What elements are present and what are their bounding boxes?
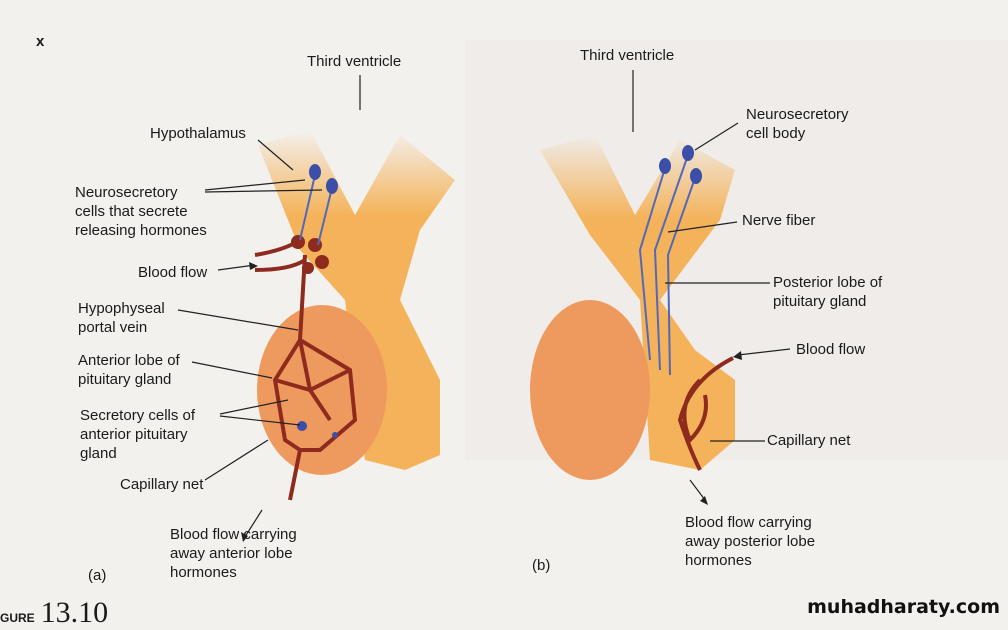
watermark: muhadharaty.com [807, 596, 1000, 618]
label-secretory-cells: Secretory cells of anterior pituitary gl… [80, 406, 195, 463]
capillary-net [677, 356, 734, 471]
panel-a-drawing [254, 130, 455, 501]
label-blood-out-a: Blood flow carrying away anterior lobe h… [170, 525, 297, 582]
line: away posterior lobe [685, 533, 816, 550]
line: anterior pituitary [80, 426, 188, 443]
label-capillary-net-a: Capillary net [120, 476, 204, 493]
line: Secretory cells of [80, 407, 196, 424]
label-third-ventricle-b: Third ventricle [580, 47, 675, 64]
label-anterior-lobe: Anterior lobe of pituitary gland [78, 351, 180, 389]
label-hypothalamus: Hypothalamus [150, 125, 246, 142]
line: hormones [170, 564, 237, 581]
line: Neurosecretory [746, 106, 849, 123]
label-blood-out-b: Blood flow carrying away posterior lobe … [685, 513, 815, 570]
portal-vessels [254, 238, 358, 501]
line: away anterior lobe [170, 545, 293, 562]
line: portal vein [78, 319, 148, 336]
anterior-lobe [530, 300, 650, 480]
line: hormones [685, 552, 752, 569]
line: gland [80, 445, 117, 462]
figure-number: GURE 13.10 [0, 596, 108, 630]
label-capillary-net-b: Capillary net [767, 432, 851, 449]
line: Blood flow carrying [685, 514, 812, 531]
figure-prefix: GURE [0, 611, 35, 625]
figure-number-text: 13.10 [40, 596, 109, 629]
label-blood-flow-a: Blood flow [138, 264, 208, 281]
line: cell body [746, 125, 806, 142]
label-cell-body: Neurosecretory cell body [746, 105, 849, 143]
label-blood-flow-b: Blood flow [796, 341, 866, 358]
line: pituitary gland [78, 371, 172, 388]
mark: x [36, 33, 45, 50]
line: Neurosecretory [75, 184, 178, 201]
line: pituitary gland [773, 293, 867, 310]
panel-a-label: (a) [88, 567, 107, 584]
label-nerve-fiber: Nerve fiber [742, 212, 816, 229]
line: Posterior lobe of [773, 274, 883, 291]
line: Anterior lobe of [78, 352, 180, 369]
anterior-lobe [257, 305, 387, 475]
line: Blood flow carrying [170, 526, 297, 543]
panel-b-drawing [530, 135, 735, 480]
label-posterior-lobe: Posterior lobe of pituitary gland [773, 273, 882, 311]
label-portal-vein: Hypophyseal portal vein [78, 299, 165, 337]
label-neurosecretory-cells: Neurosecretory cells that secrete releas… [75, 183, 207, 240]
label-third-ventricle-a: Third ventricle [307, 53, 402, 70]
panel-b-label: (b) [532, 557, 551, 574]
line: Hypophyseal [78, 300, 165, 317]
line: cells that secrete [75, 203, 188, 220]
line: releasing hormones [75, 222, 207, 239]
